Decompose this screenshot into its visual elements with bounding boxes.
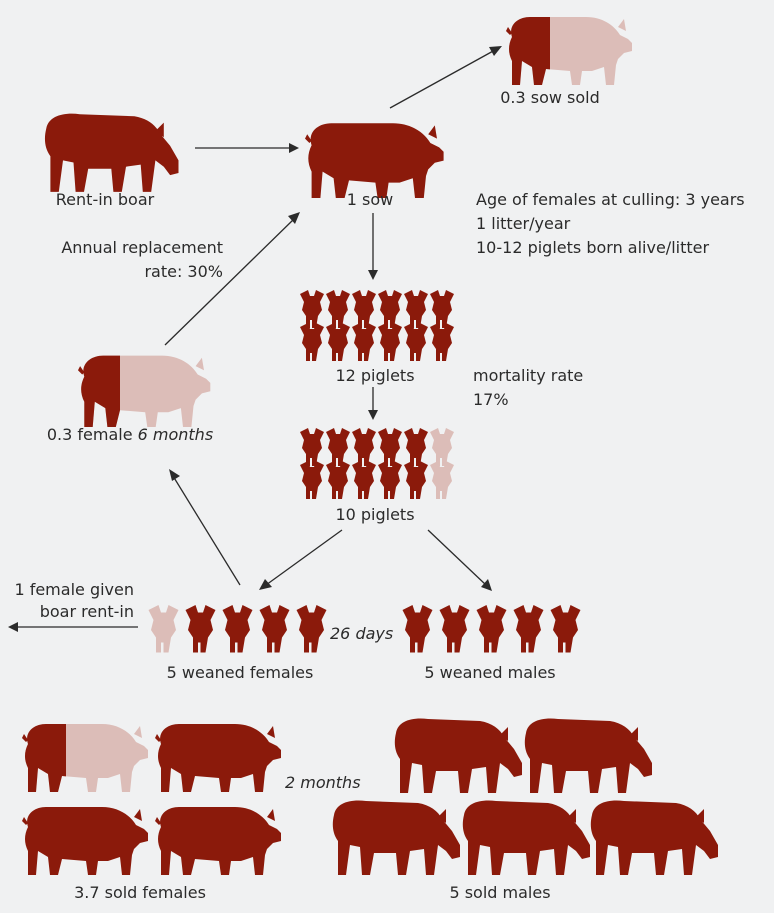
piglet-icon (300, 290, 324, 328)
rent-in-boar-label: Rent-in boar (30, 190, 180, 210)
sold-female-pig (155, 807, 281, 875)
weaned-males-label: 5 weaned males (390, 663, 590, 683)
replacement-rate-label-2: rate: 30% (20, 262, 223, 282)
piglet-icon (300, 323, 324, 361)
piglet-icon (352, 428, 376, 466)
boar-pig (45, 114, 179, 192)
lost-piglet-icon (430, 428, 454, 466)
piglet-icon (404, 290, 428, 328)
piglet-icon (430, 290, 454, 328)
piglets-10-group (300, 428, 454, 499)
piglets-12-label: 12 piglets (300, 366, 450, 386)
weaned-females-label: 5 weaned females (140, 663, 340, 683)
sow-label: 1 sow (320, 190, 420, 210)
boar-rent-label-1: 1 female given (0, 580, 134, 600)
piglet-icon (326, 290, 350, 328)
weaned-male-icon (477, 605, 507, 653)
piglet-icon (352, 461, 376, 499)
mortality-label-1: mortality rate (473, 366, 583, 386)
sold-male-pig (463, 801, 590, 875)
sold-male-pig (395, 719, 522, 793)
piglet-icon (404, 323, 428, 361)
lost-piglet-icon (430, 461, 454, 499)
replacement-female-count: 0.3 female (47, 425, 133, 444)
replacement-female-label: 0.3 female 6 months (30, 425, 230, 445)
piglet-icon (378, 461, 402, 499)
weaned-female-icon (297, 605, 327, 653)
piglet-icon (352, 323, 376, 361)
weaned-female-icon (223, 605, 253, 653)
sow-fact-litter: 1 litter/year (476, 214, 570, 234)
arrow-females-to-replacement (173, 476, 240, 585)
sold-female-pig (155, 724, 281, 792)
weaned-female-icon (186, 605, 216, 653)
piglet-icon (378, 428, 402, 466)
weaned-females-group (149, 605, 327, 653)
piglet-icon (430, 323, 454, 361)
sow-sold-label: 0.3 sow sold (480, 88, 620, 108)
replacement-female-age: 6 months (138, 425, 214, 444)
weaning-age-label: 26 days (330, 624, 393, 644)
arrow-to-females (266, 530, 342, 585)
weaned-male-icon (403, 605, 433, 653)
weaned-male-icon (440, 605, 470, 653)
weaned-males-group (403, 605, 581, 653)
piglet-icon (404, 428, 428, 466)
piglet-icon (326, 428, 350, 466)
weaned-female-icon (260, 605, 290, 653)
piglet-icon (300, 461, 324, 499)
piglet-icon (300, 428, 324, 466)
replacement-rate-label-1: Annual replacement (20, 238, 223, 258)
piglet-icon (378, 323, 402, 361)
piglet-icon (326, 323, 350, 361)
piglet-icon (378, 290, 402, 328)
arrow-to-males (428, 530, 486, 585)
sow-fact-culling: Age of females at culling: 3 years (476, 190, 745, 210)
piglets-10-label: 10 piglets (300, 505, 450, 525)
boar-rent-label-2: boar rent-in (0, 602, 134, 622)
piglets-12-group (300, 290, 454, 361)
piglet-icon (404, 461, 428, 499)
boar-payment-piglet-icon (149, 605, 179, 653)
weaned-male-icon (514, 605, 544, 653)
sold-male-pig (525, 719, 652, 793)
sold-males-label: 5 sold males (400, 883, 600, 903)
weaned-male-icon (551, 605, 581, 653)
sold-male-pig (333, 801, 460, 875)
sow-pig (305, 123, 444, 198)
two-months-label: 2 months (285, 773, 361, 793)
sold-females-label: 3.7 sold females (40, 883, 240, 903)
piglet-icon (326, 461, 350, 499)
sold-male-pig (591, 801, 718, 875)
piglet-icon (352, 290, 376, 328)
sow-fact-born-alive: 10-12 piglets born alive/litter (476, 238, 709, 258)
mortality-label-2: 17% (473, 390, 509, 410)
sold-female-pig (22, 807, 148, 875)
